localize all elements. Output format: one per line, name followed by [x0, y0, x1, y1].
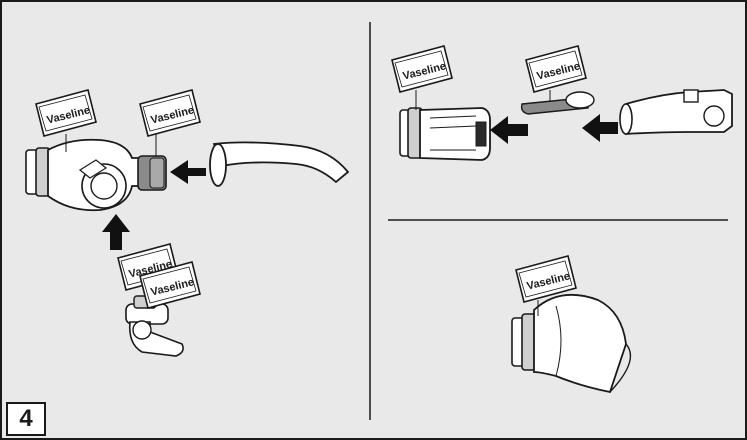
arrow-icon: [490, 116, 528, 144]
vaseline-tag-icon: Vaseline: [35, 89, 97, 137]
vaseline-tag-icon: Vaseline: [515, 255, 577, 303]
vaseline-tag-icon: Vaseline: [391, 45, 453, 93]
vaseline-tag-icon: Vaseline: [525, 45, 587, 93]
arrow-icon: [582, 114, 618, 142]
tap-valve-icon: [125, 295, 184, 357]
vaseline-tag-icon: Vaseline: [139, 89, 201, 137]
connector-sleeve-icon: [619, 89, 733, 135]
arrow-icon: [170, 160, 206, 184]
elbow-adapter-icon: [511, 293, 632, 394]
membrane-icon: [520, 91, 595, 115]
step-number: 4: [19, 405, 33, 432]
valve-body-icon: [25, 138, 167, 212]
vaseline-tag-icon: Vaseline: [139, 261, 201, 309]
diaphragm-holder-icon: [399, 107, 491, 161]
arrow-icon: [102, 214, 130, 250]
step-number-box: 4: [6, 402, 46, 436]
mouthpiece-tube-icon: [209, 141, 350, 187]
